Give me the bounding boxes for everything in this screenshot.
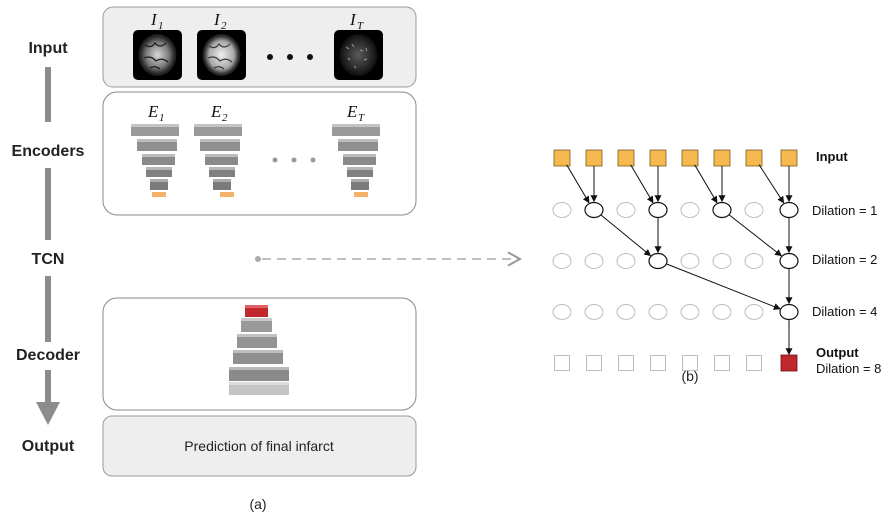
encoders-box <box>102 91 417 216</box>
tcn-inactive-node <box>744 253 764 269</box>
tcn-output-node <box>780 354 798 372</box>
tcn-input-node <box>713 149 731 167</box>
image-label-1: I 1 <box>150 10 164 32</box>
tcn-inactive-node <box>712 304 732 320</box>
tcn-connection-arrow <box>600 214 652 257</box>
tcn-inactive-output-node <box>618 355 634 371</box>
brain-image-1 <box>133 30 182 80</box>
dilation-label-2: Dilation = 2 <box>812 252 877 267</box>
encoder-label-t: E T <box>346 102 365 124</box>
tcn-connection-arrow <box>566 164 590 204</box>
tcn-input-node <box>585 149 603 167</box>
tcn-inactive-output-node <box>650 355 666 371</box>
tcn-output-label: Output <box>816 345 859 360</box>
tcn-inactive-node <box>680 253 700 269</box>
stage-flow-arrow <box>36 67 60 425</box>
tcn-connection-arrow <box>758 164 785 204</box>
tcn-input-node <box>745 149 763 167</box>
encoder-stack-2 <box>194 124 242 197</box>
encoder-stack-1 <box>131 124 179 197</box>
tcn-inactive-node <box>680 304 700 320</box>
image-label-2: I 2 <box>213 10 227 32</box>
tcn-inactive-node <box>552 253 572 269</box>
svg-text:T: T <box>358 112 365 124</box>
tcn-input-node <box>553 149 571 167</box>
tcn-inactive-node <box>680 202 700 218</box>
caption-b: (b) <box>681 368 698 384</box>
tcn-inactive-node <box>616 253 636 269</box>
ellipsis-dots-encoders <box>272 157 316 163</box>
tcn-connection-arrow <box>630 164 654 204</box>
svg-text:1: 1 <box>158 20 164 32</box>
tcn-active-node <box>779 303 799 321</box>
tcn-inactive-output-node <box>554 355 570 371</box>
ellipsis-dots-input <box>267 54 313 60</box>
brain-image-t <box>334 30 383 80</box>
tcn-inactive-node <box>648 304 668 320</box>
tcn-input-node <box>681 149 699 167</box>
caption-a: (a) <box>249 496 266 512</box>
output-box <box>102 415 417 477</box>
svg-text:E: E <box>147 102 159 121</box>
tcn-input-label: Input <box>816 149 848 164</box>
dilation-label-4: Dilation = 4 <box>812 304 877 319</box>
tcn-input-node <box>780 149 798 167</box>
encoder-stack-t <box>332 124 380 197</box>
tcn-inactive-node <box>616 202 636 218</box>
encoder-label-2: E 2 <box>210 102 228 124</box>
tcn-inactive-node <box>616 304 636 320</box>
svg-text:T: T <box>357 20 364 32</box>
decoder-stack <box>229 305 289 395</box>
tcn-inactive-node <box>712 253 732 269</box>
stage-label-input: Input <box>28 40 68 57</box>
tcn-link-arrow <box>255 251 523 267</box>
svg-text:E: E <box>210 102 222 121</box>
tcn-inactive-output-node <box>682 355 698 371</box>
tcn-active-node <box>712 201 732 219</box>
tcn-input-node <box>649 149 667 167</box>
tcn-inactive-node <box>744 202 764 218</box>
output-prediction-text: Prediction of final infarct <box>184 438 334 454</box>
stage-label-output: Output <box>22 438 75 455</box>
tcn-inactive-node <box>584 253 604 269</box>
dilation-label-8: Dilation = 8 <box>816 361 881 376</box>
tcn-inactive-output-node <box>714 355 730 371</box>
image-label-t: I T <box>349 10 364 32</box>
stage-label-encoders: Encoders <box>12 143 85 160</box>
tcn-input-node <box>617 149 635 167</box>
svg-text:I: I <box>349 10 357 29</box>
dilation-label-1: Dilation = 1 <box>812 203 877 218</box>
svg-text:1: 1 <box>159 112 165 124</box>
svg-text:2: 2 <box>221 20 227 32</box>
tcn-active-node <box>779 252 799 270</box>
tcn-connection-arrow <box>666 263 781 310</box>
encoder-label-1: E 1 <box>147 102 165 124</box>
tcn-active-node <box>648 252 668 270</box>
stage-label-tcn: TCN <box>32 251 65 268</box>
tcn-active-node <box>779 201 799 219</box>
tcn-inactive-node <box>552 202 572 218</box>
svg-text:2: 2 <box>222 112 228 124</box>
tcn-dilated-convolution <box>552 149 799 372</box>
brain-image-2 <box>197 30 246 80</box>
svg-text:E: E <box>346 102 358 121</box>
tcn-connection-arrow <box>694 164 718 204</box>
stage-label-decoder: Decoder <box>16 347 80 364</box>
tcn-inactive-node <box>552 304 572 320</box>
tcn-active-node <box>584 201 604 219</box>
tcn-connection-arrow <box>728 214 782 257</box>
tcn-inactive-node <box>584 304 604 320</box>
tcn-inactive-node <box>744 304 764 320</box>
tcn-inactive-output-node <box>586 355 602 371</box>
tcn-inactive-output-node <box>746 355 762 371</box>
svg-text:I: I <box>150 10 158 29</box>
svg-text:I: I <box>213 10 221 29</box>
tcn-active-node <box>648 201 668 219</box>
